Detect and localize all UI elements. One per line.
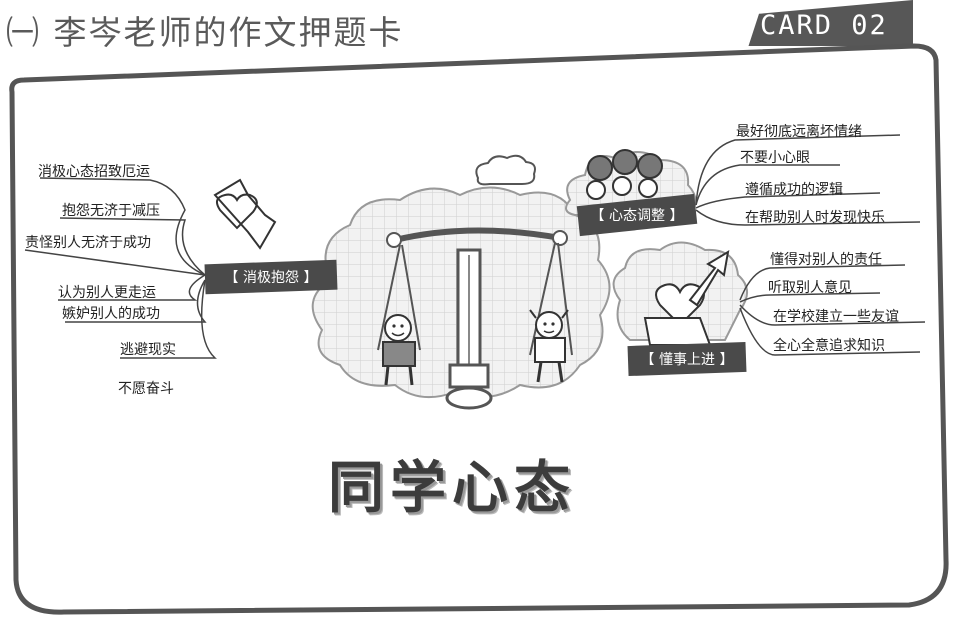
negative-label-box: 【 消极抱怨 】 [204,259,338,295]
negative-item: 责怪别人无济于成功 [25,235,151,251]
adjust-item: 最好彻底远离坏情绪 [736,123,862,140]
adjust-branches [695,134,921,226]
balance-scale [377,227,573,410]
negative-item: 抱怨无济于减压 [62,203,160,219]
page-title: ㈠ 李岑老师的作文押题卡 [6,13,404,52]
adjust-item: 遵循成功的逻辑 [745,181,843,198]
negative-item: 嫉妒别人的成功 [62,306,160,322]
mature-label: 【 懂事上进 】 [641,352,734,368]
mature-branches [739,264,926,356]
falling-heart-icon [213,178,277,250]
negative-item: 消极心态招致厄运 [38,164,150,180]
mature-item: 在学校建立一些友谊 [773,308,899,325]
mature-item: 全心全意追求知识 [773,337,885,354]
adjust-item: 不要小心眼 [740,150,810,166]
negative-item: 逃避现实 [120,342,176,358]
adjust-item: 在帮助别人时发现快乐 [745,210,885,226]
mature-label-box: 【 懂事上进 】 [627,341,747,377]
central-title: 同学心态 [328,456,576,521]
left-child-figure [382,314,416,386]
mature-item: 懂得对别人的责任 [770,251,882,268]
right-child-figure [529,309,569,383]
small-cloud [475,154,536,186]
negative-item: 不愿奋斗 [118,381,174,397]
hearts-heads-icon [586,149,663,200]
card-number-label: CARD 02 [760,10,888,41]
adjust-label: 【 心态调整 】 [591,208,684,224]
adjust-label-box: 【 心态调整 】 [576,193,698,237]
negative-label: 【 消极抱怨 】 [225,270,318,286]
negative-branches [24,177,217,359]
negative-item: 认为别人更走运 [58,285,156,301]
mature-item: 听取别人意见 [768,279,852,296]
heart-arrow-icon [643,250,730,346]
